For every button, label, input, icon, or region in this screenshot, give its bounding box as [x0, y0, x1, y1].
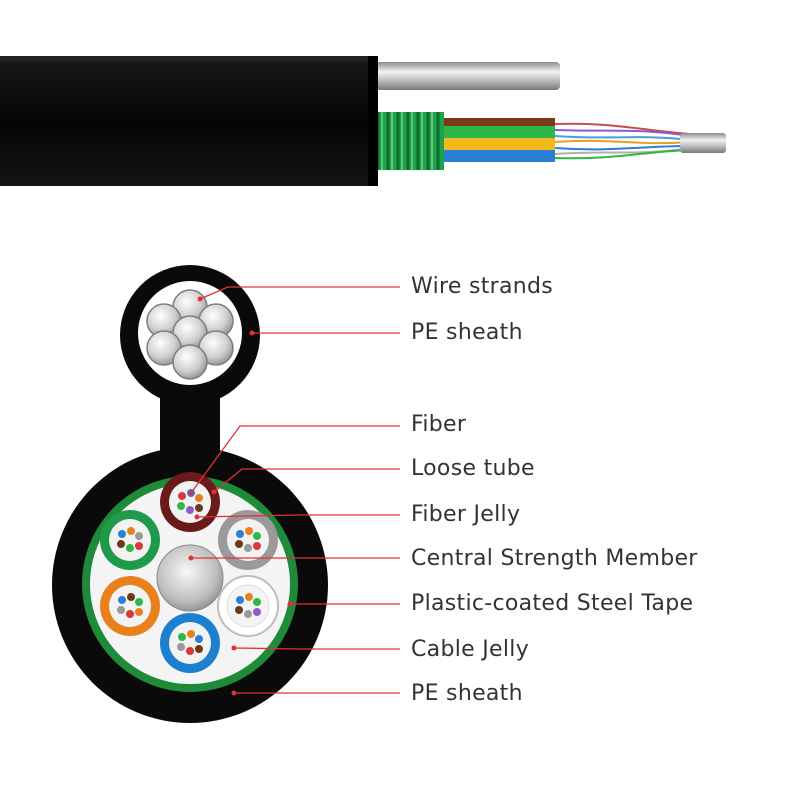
leader-wire-strands: [199, 286, 400, 300]
leader-dots: [188, 296, 293, 696]
loose-tube-gray: [218, 510, 278, 570]
label-pe-sheath-top: PE sheath: [411, 320, 523, 345]
cable-side-view: [0, 56, 726, 186]
steel-tape-side: [370, 112, 444, 170]
messenger-wire: [370, 62, 560, 90]
leader-cable-jelly: [233, 647, 400, 650]
loose-tube-blue: [160, 613, 220, 673]
label-fiber: Fiber: [411, 412, 467, 437]
cable-cross-section: [52, 265, 400, 723]
label-plastic-coated-steel-tape: Plastic-coated Steel Tape: [411, 591, 694, 616]
central-strength-member-tip: [680, 133, 726, 153]
leader-fiber: [190, 425, 400, 494]
leader-fiber-jelly: [196, 514, 400, 518]
central-strength-member: [156, 544, 224, 612]
loose-tube-brown: [160, 472, 220, 532]
loose-tube-white: [217, 575, 279, 637]
label-loose-tube: Loose tube: [411, 456, 535, 481]
leader-loose-tube: [213, 468, 400, 493]
label-wire-strands: Wire strands: [411, 274, 554, 299]
label-pe-sheath-bottom: PE sheath: [411, 681, 523, 706]
outer-jacket-side: [0, 56, 378, 186]
loose-tube-green: [100, 510, 160, 570]
label-cable-jelly: Cable Jelly: [411, 637, 530, 662]
wire-strands-bundle: [146, 289, 234, 380]
loose-tube-orange: [100, 576, 160, 636]
label-central-strength-member: Central Strength Member: [411, 546, 698, 571]
label-fiber-jelly: Fiber Jelly: [411, 502, 521, 527]
fiber-bundle: [440, 118, 691, 162]
leader-lines: [190, 286, 400, 694]
